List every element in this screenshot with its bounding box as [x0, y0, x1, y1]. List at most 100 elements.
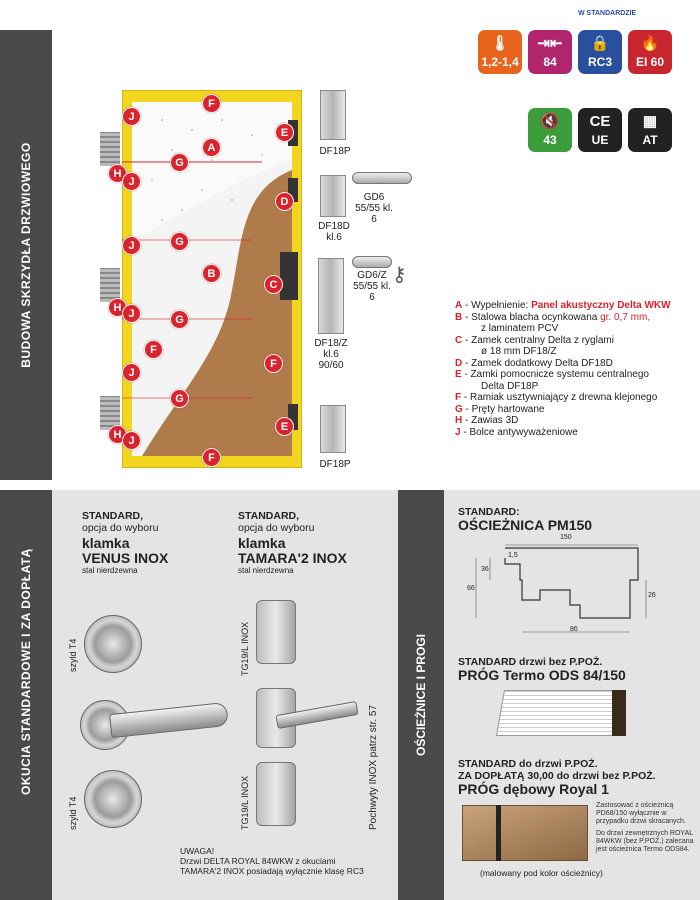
threshold1-header: STANDARD drzwi bez P.POŻ. PRÓG Termo ODS… — [458, 656, 626, 683]
keys-icon: ⚷ — [392, 264, 407, 286]
legend-item-a: A - Wypełnienie: Panel akustyczny Delta … — [455, 300, 671, 311]
legend-item-b-cont: z laminatem PCV — [481, 323, 559, 334]
lock-label-df18d: DF18D kl.6 — [318, 221, 350, 243]
sidebar-frames: OŚCIEŻNICE I PROGI — [398, 490, 444, 900]
tamara-header: STANDARD, opcja do wyboru klamka TAMARA'… — [238, 510, 347, 575]
mark-e: E — [275, 123, 294, 142]
frame-header: STANDARD: OŚCIEŻNICA PM150 — [458, 506, 593, 533]
rc3-badge: 🔒 RC3 — [578, 30, 622, 74]
legend-item-g: G - Pręty hartowane — [455, 403, 545, 415]
tg19-label-bottom: TG19/L INOX — [240, 775, 250, 830]
mark-j: J — [122, 363, 141, 382]
fire-badge: 🔥 EI 60 — [628, 30, 672, 74]
frame-profile-drawing: 150 1,5 36 66 26 86 — [460, 534, 660, 640]
mark-g: G — [170, 232, 189, 251]
cylinder-label-gd6z: GD6/Z 55/55 kl. 6 — [353, 270, 391, 303]
shield-label-bottom: szyld T4 — [68, 796, 78, 830]
dim-86: 86 — [570, 626, 578, 633]
mark-j: J — [122, 304, 141, 323]
mark-j: J — [122, 236, 141, 255]
lock-block-c — [280, 252, 298, 300]
lock-block-d — [288, 178, 298, 202]
legend: A - Wypełnienie: Panel akustyczny Delta … — [455, 300, 695, 438]
threshold-oak-gap — [496, 805, 501, 861]
mark-f: F — [144, 340, 163, 359]
mark-d: D — [275, 192, 294, 211]
lock-label-df18p-bottom: DF18P — [319, 459, 351, 470]
certificate-icon: ▦ — [642, 113, 658, 130]
tg19-label-top: TG19/L INOX — [240, 621, 250, 676]
mark-g: G — [170, 153, 189, 172]
threshold-termo-end — [612, 690, 626, 736]
mark-g: G — [170, 310, 189, 329]
lock-df18d — [320, 175, 346, 217]
mark-c: C — [264, 275, 283, 294]
lock-label-df18z: DF18/Z kl.6 90/60 — [314, 338, 348, 371]
hardware-panel — [52, 490, 398, 900]
mark-f: F — [264, 354, 283, 373]
mark-j: J — [122, 431, 141, 450]
mark-f: F — [202, 94, 221, 113]
tg19-plate-top — [256, 600, 296, 664]
sidebar-hardware: OKUCIA STANDARDOWE I ZA DOPŁATĄ — [0, 490, 52, 900]
soundproof-icon: 🔇 — [540, 113, 560, 130]
mark-b: B — [202, 264, 221, 283]
pull-handles-note: Pochwyty INOX patrz str. 57 — [368, 704, 379, 830]
mark-j: J — [122, 107, 141, 126]
threshold2-header: STANDARD do drzwi P.POŻ. ZA DOPŁATĄ 30,0… — [458, 758, 656, 797]
threshold-termo-image — [495, 690, 623, 736]
section-title-hardware: OKUCIA STANDARDOWE I ZA DOPŁATĄ — [19, 548, 33, 795]
frame-profile-svg — [475, 544, 647, 633]
u-value-badge: 🌡 1,2-1,4 — [478, 30, 522, 74]
cylinder-gd6 — [352, 172, 412, 184]
threshold2-caption: (malowany pod kolor ościeżnicy) — [480, 868, 603, 878]
mark-j: J — [122, 172, 141, 191]
dim-150: 150 — [560, 534, 572, 541]
thickness-badge: ⇥⇤ 84 — [528, 30, 572, 74]
section-title-frames: OŚCIEŻNICE I PROGI — [414, 633, 428, 757]
legend-item-f: F - Ramiak usztywniający z drewna klejon… — [455, 392, 658, 403]
thickness-mm-icon: ⇥⇤ — [537, 35, 563, 52]
ce-badge: CE UE — [578, 108, 622, 152]
at-badge: ▦ AT — [628, 108, 672, 152]
hinge-bottom — [100, 396, 120, 430]
dim-36: 36 — [481, 566, 489, 573]
legend-item-c-cont: ø 18 mm DF18/Z — [481, 346, 557, 357]
tg19-plate-bottom — [256, 762, 296, 826]
padlock-icon: 🔒 — [590, 35, 610, 52]
lock-df18p-bottom — [320, 405, 346, 453]
legend-item-b: B - Stalowa blacha ocynkowana gr. 0,7 mm… — [455, 311, 651, 323]
venus-header: STANDARD, opcja do wyboru klamka VENUS I… — [82, 510, 169, 575]
dim-66: 66 — [467, 585, 475, 592]
lock-df18p-top — [320, 90, 346, 140]
mark-e: E — [275, 417, 294, 436]
ce-mark-icon: CE — [589, 113, 611, 130]
shield-label-top: szyld T4 — [68, 638, 78, 672]
lock-df18z — [318, 258, 344, 334]
threshold-oak-image — [462, 805, 588, 861]
hinge-top — [100, 132, 120, 166]
legend-item-j: J - Bolce antywyważeniowe — [455, 426, 578, 438]
thermometer-icon: 🌡 — [490, 35, 510, 52]
warning-note: UWAGA! Drzwi DELTA ROYAL 84WKW z okuciam… — [180, 846, 364, 876]
legend-item-h: H - Zawias 3D — [455, 415, 519, 426]
mark-g: G — [170, 389, 189, 408]
legend-item-c: C - Zamek centralny Delta z ryglami — [455, 334, 614, 346]
cylinder-gd6z — [352, 256, 392, 268]
fire-icon: 🔥 — [640, 35, 660, 52]
legend-item-e-cont: Delta DF18P — [481, 380, 539, 392]
mark-f: F — [202, 448, 221, 467]
dim-26: 26 — [648, 592, 656, 599]
lock-label-df18p-top: DF18P — [319, 146, 351, 157]
lock-block-e-bottom — [288, 404, 298, 430]
hinge-middle — [100, 268, 120, 302]
acoustic-badge: 🔇 43 — [528, 108, 572, 152]
sidebar-structure: BUDOWA SKRZYDŁA DRZWIOWEGO — [0, 30, 52, 480]
legend-item-d: D - Zamek dodatkowy Delta DF18D — [455, 357, 613, 369]
section-title-structure: BUDOWA SKRZYDŁA DRZWIOWEGO — [19, 142, 33, 368]
shield-t4-bottom — [84, 770, 142, 828]
threshold2-note: Zastosować z ościeżnicą PD68/150 wyłączn… — [596, 802, 694, 853]
badges-header: W STANDARDZIE — [578, 10, 637, 17]
dim-1-5: 1,5 — [508, 552, 518, 559]
legend-item-e: E - Zamki pomocnicze systemu centralnego — [455, 369, 649, 380]
